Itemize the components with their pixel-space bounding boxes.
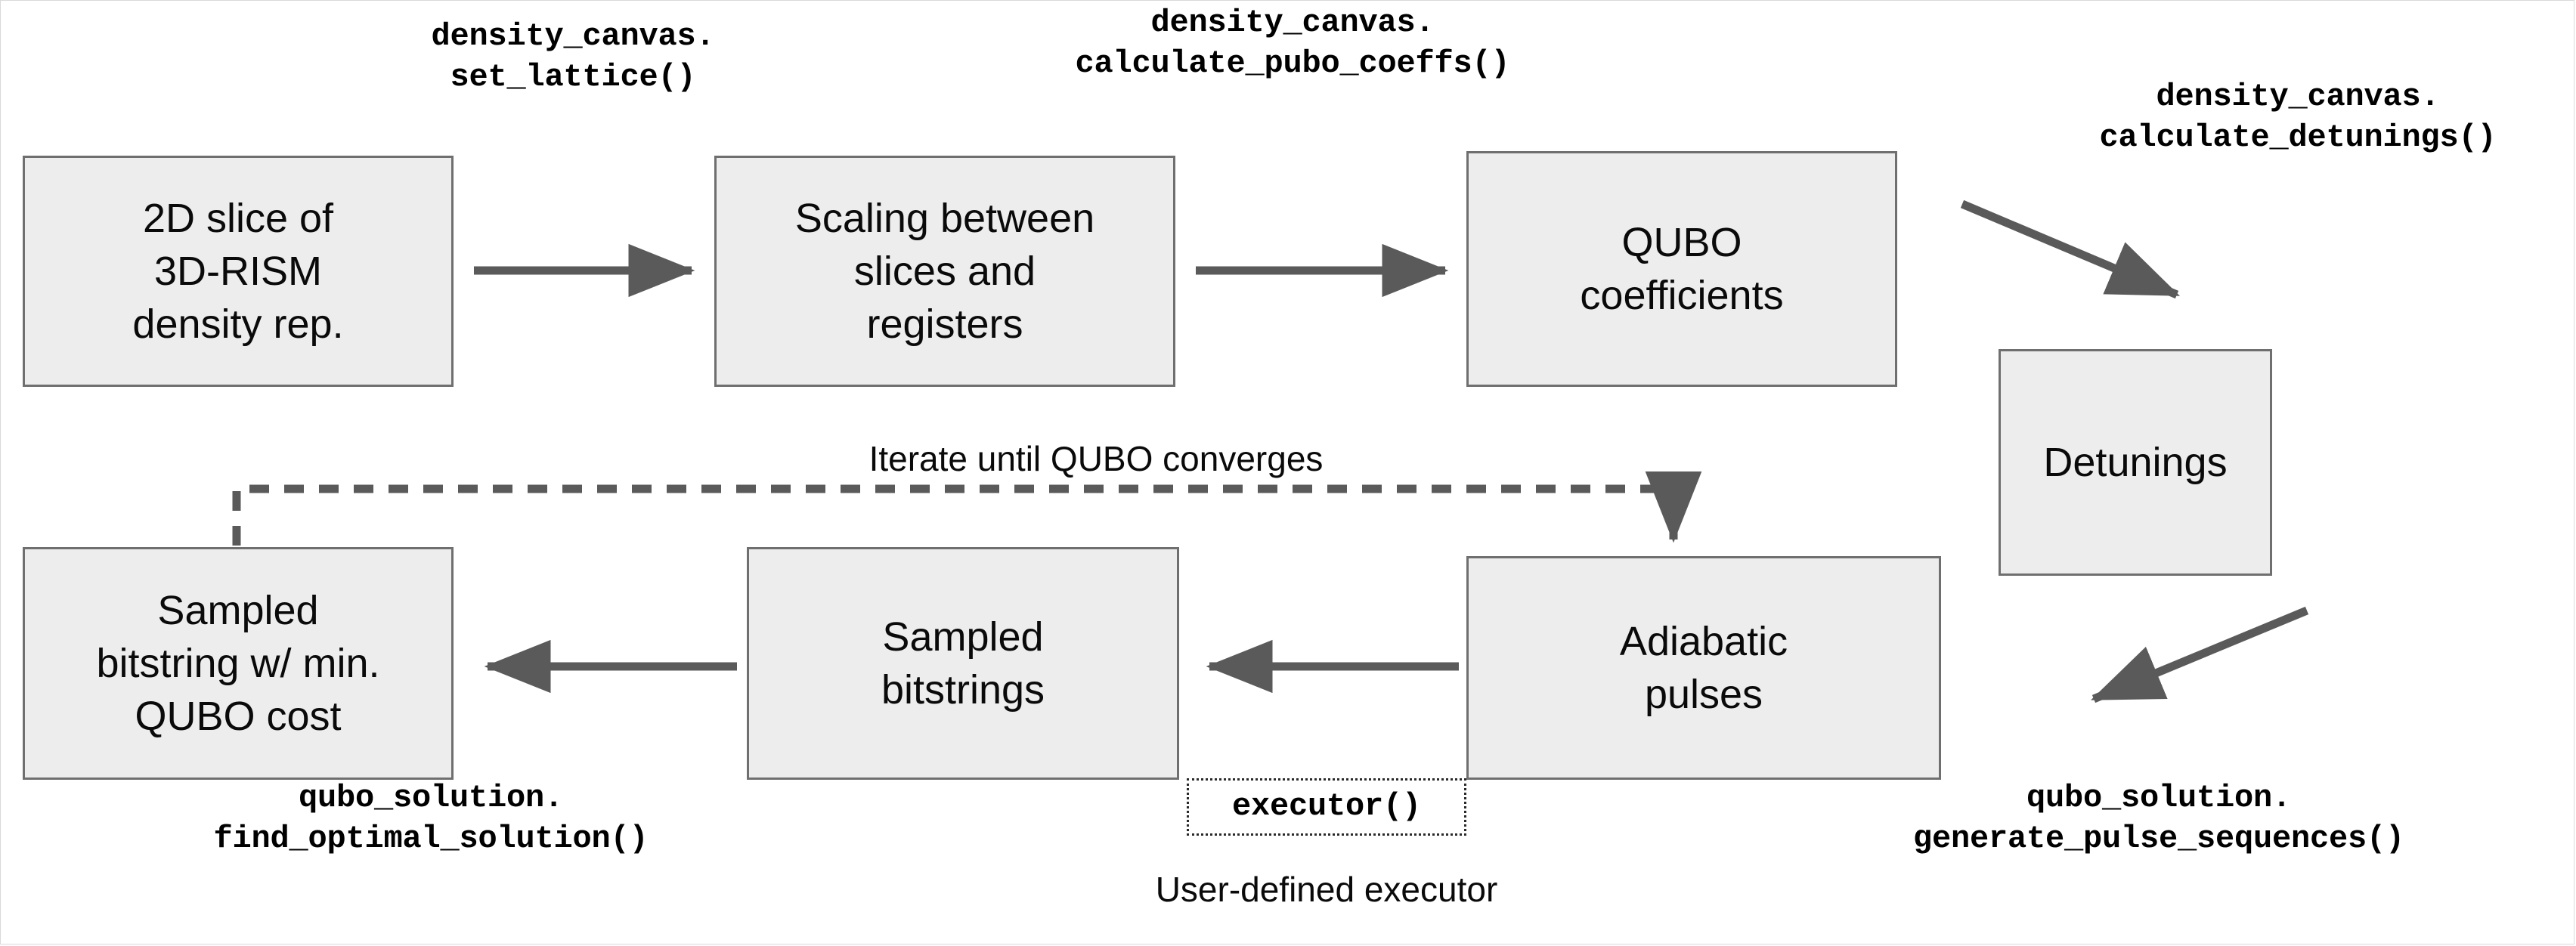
code-label-generate-pulse-sequences: qubo_solution. generate_pulse_sequences(…: [1912, 780, 2405, 857]
code-label-calculate-pubo-coeffs: density_canvas. calculate_pubo_coeffs(): [1075, 5, 1510, 82]
box-sampled-bitstrings[interactable]: Sampled bitstrings: [747, 547, 1179, 780]
box-detunings[interactable]: Detunings: [1999, 349, 2272, 576]
box-2d-slice[interactable]: 2D slice of 3D-RISM density rep.: [23, 156, 454, 387]
code-label-executor: executor(): [1231, 788, 1422, 825]
annotation-iterate-until-converges: Iterate until QUBO converges: [868, 439, 1324, 478]
executor-callout-box[interactable]: executor(): [1187, 778, 1466, 836]
code-label-find-optimal-solution: qubo_solution. find_optimal_solution(): [213, 780, 649, 857]
code-label-calculate-detunings: density_canvas. calculate_detunings(): [2099, 79, 2497, 156]
box-adiabatic-pulses[interactable]: Adiabatic pulses: [1466, 556, 1941, 780]
box-qubo-coefficients[interactable]: QUBO coefficients: [1466, 151, 1897, 387]
annotation-user-defined-executor: User-defined executor: [1155, 870, 1498, 909]
code-label-set-lattice: density_canvas. set_lattice(): [431, 18, 715, 95]
box-scaling[interactable]: Scaling between slices and registers: [714, 156, 1175, 387]
box-sampled-bitstring-min-cost[interactable]: Sampled bitstring w/ min. QUBO cost: [23, 547, 454, 780]
